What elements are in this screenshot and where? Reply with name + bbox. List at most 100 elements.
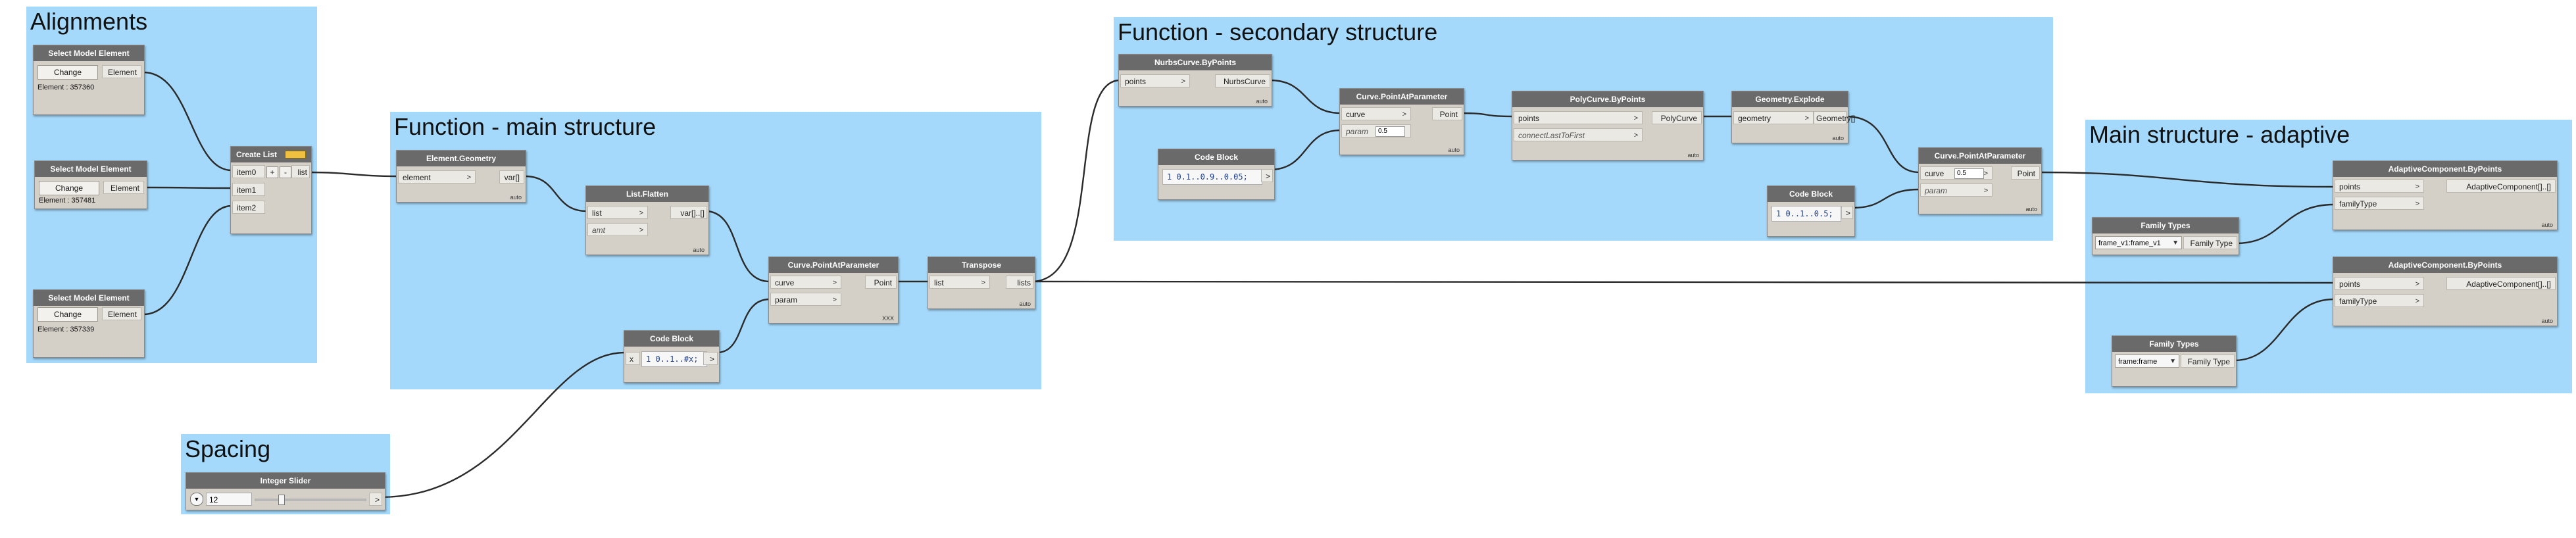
- family-types-node-1[interactable]: Family Types frame_v1:frame_v1▼ Family T…: [2092, 217, 2239, 255]
- family-types-node-2[interactable]: Family Types frame:frame▼ Family Type: [2112, 335, 2237, 387]
- wire-sme2-to-list: [144, 186, 232, 189]
- slider-value[interactable]: 12: [206, 493, 252, 506]
- input-port-param[interactable]: param>: [770, 293, 841, 306]
- remove-input-button[interactable]: -: [280, 166, 291, 178]
- output-port-lists[interactable]: lists: [1006, 276, 1033, 289]
- nurbs-curve-by-points-node[interactable]: NurbsCurve.ByPoints points> NurbsCurve a…: [1118, 54, 1272, 107]
- node-title: Curve.PointAtParameter: [769, 257, 898, 273]
- wire-transpose-to-adaptive2: [1031, 280, 2335, 284]
- curve-point-at-parameter-node-secondary-1[interactable]: Curve.PointAtParameter curve> param 0.5 …: [1339, 88, 1464, 155]
- code-block-node-secondary-1[interactable]: Code Block 1 0.1..0.9..0.05; >: [1158, 149, 1275, 200]
- input-port-curve[interactable]: curve>: [770, 276, 841, 289]
- input-port-param[interactable]: param>: [1920, 183, 1993, 197]
- integer-slider-node[interactable]: Integer Slider ▼ 12 >: [186, 472, 385, 510]
- family-type-dropdown[interactable]: frame_v1:frame_v1▼: [2095, 236, 2182, 249]
- output-port-element[interactable]: Element: [102, 65, 141, 78]
- input-port-list[interactable]: list>: [587, 206, 648, 219]
- input-port-points[interactable]: points>: [1514, 111, 1643, 124]
- wire-code1-to-cpap: [1269, 129, 1341, 171]
- input-port-familytype[interactable]: familyType>: [2335, 294, 2424, 307]
- curve-point-at-parameter-node-main[interactable]: Curve.PointAtParameter curve> param> Poi…: [768, 257, 899, 324]
- select-model-element-node-1[interactable]: Select Model Element Change Element Elem…: [33, 45, 145, 115]
- output-port-adaptivecomponent[interactable]: AdaptiveComponent[]..[]: [2446, 180, 2556, 193]
- output-port-point[interactable]: Point: [2011, 166, 2040, 180]
- input-port-geometry[interactable]: geometry>: [1733, 111, 1814, 124]
- node-title: Code Block: [1158, 149, 1274, 165]
- node-title: Geometry.Explode: [1732, 91, 1848, 107]
- node-preview-icon: [285, 151, 306, 159]
- list-flatten-node[interactable]: List.Flatten list> amt> var[]..[] auto: [585, 185, 709, 255]
- input-port-curve[interactable]: curve>: [1341, 107, 1411, 120]
- input-port-familytype[interactable]: familyType>: [2335, 197, 2424, 210]
- wire-sme1-to-list: [143, 71, 232, 172]
- element-id-text: Element : 357360: [37, 84, 95, 91]
- geometry-explode-node[interactable]: Geometry.Explode geometry> Geometry[] au…: [1731, 91, 1855, 143]
- wire-list-to-geometry: [309, 171, 398, 178]
- group-title: Spacing: [185, 435, 271, 462]
- slider-expand-icon[interactable]: ▼: [190, 493, 203, 506]
- input-port-points[interactable]: points>: [2335, 277, 2424, 290]
- input-port-item2[interactable]: item2: [232, 201, 265, 214]
- slider-thumb[interactable]: [278, 495, 285, 505]
- output-port-element[interactable]: Element: [102, 307, 141, 320]
- change-button[interactable]: Change: [37, 307, 98, 322]
- output-port-list[interactable]: list: [291, 165, 310, 178]
- polycurve-by-points-node[interactable]: PolyCurve.ByPoints points> connectLastTo…: [1512, 91, 1704, 160]
- code-text[interactable]: 1 0..1..0.5;: [1771, 206, 1841, 222]
- input-port-list[interactable]: list>: [929, 276, 990, 289]
- slider-track[interactable]: [255, 499, 366, 501]
- node-title: Family Types: [2112, 336, 2236, 352]
- input-port-amt[interactable]: amt>: [587, 223, 648, 236]
- output-port-var[interactable]: var[]..[]: [670, 206, 707, 219]
- change-button[interactable]: Change: [39, 181, 99, 195]
- output-port-nurbscurve[interactable]: NurbsCurve: [1215, 74, 1270, 87]
- group-title: Function - main structure: [394, 113, 656, 140]
- input-port-x[interactable]: x: [626, 352, 640, 365]
- wire-geometry-to-flatten: [524, 175, 587, 212]
- input-port-item1[interactable]: item1: [232, 183, 265, 196]
- select-model-element-node-2[interactable]: Select Model Element Change Element Elem…: [34, 160, 147, 209]
- wire-flatten-to-cpap: [705, 210, 770, 283]
- input-port-points[interactable]: points>: [1120, 74, 1190, 87]
- input-port-connectlasttofirst[interactable]: connectLastToFirst>: [1514, 128, 1643, 141]
- adaptive-component-by-points-node-1[interactable]: AdaptiveComponent.ByPoints points> famil…: [2333, 160, 2558, 230]
- code-block-node-main[interactable]: Code Block x 1 0..1..#x; >: [624, 330, 720, 383]
- output-port-geometry[interactable]: Geometry[]: [1814, 111, 1855, 124]
- lacing-indicator: auto: [1019, 301, 1031, 307]
- output-port[interactable]: >: [703, 352, 718, 365]
- code-text[interactable]: 1 0..1..#x;: [641, 351, 707, 367]
- output-port-family-type[interactable]: Family Type: [2183, 236, 2237, 249]
- code-text[interactable]: 1 0.1..0.9..0.05;: [1162, 169, 1262, 185]
- element-geometry-node[interactable]: Element.Geometry element> var[] auto: [396, 150, 526, 203]
- output-port-point[interactable]: Point: [865, 276, 897, 289]
- input-port-item0[interactable]: item0: [232, 165, 265, 178]
- output-port-point[interactable]: Point: [1432, 107, 1462, 120]
- output-port[interactable]: >: [1841, 206, 1853, 219]
- output-port-polycurve[interactable]: PolyCurve: [1652, 111, 1702, 124]
- lacing-indicator: auto: [2541, 222, 2553, 228]
- wire-code-to-cpap: [716, 298, 770, 354]
- lacing-indicator: auto: [1256, 98, 1268, 105]
- param-default-value[interactable]: 0.5: [1375, 126, 1405, 137]
- adaptive-component-by-points-node-2[interactable]: AdaptiveComponent.ByPoints points> famil…: [2333, 257, 2558, 326]
- add-input-button[interactable]: +: [266, 166, 278, 178]
- element-id-text: Element : 357339: [37, 326, 95, 333]
- family-type-dropdown[interactable]: frame:frame▼: [2115, 355, 2179, 368]
- output-port-family-type[interactable]: Family Type: [2181, 355, 2235, 368]
- output-port-adaptivecomponent[interactable]: AdaptiveComponent[]..[]: [2446, 277, 2556, 290]
- node-title: Code Block: [624, 331, 719, 347]
- output-port[interactable]: >: [1261, 169, 1273, 182]
- code-block-node-secondary-2[interactable]: Code Block 1 0..1..0.5; >: [1767, 185, 1855, 237]
- create-list-node[interactable]: Create List item0 item1 item2 + - list: [230, 146, 312, 234]
- select-model-element-node-3[interactable]: Select Model Element Change Element Elem…: [33, 289, 145, 358]
- output-port-element[interactable]: Element: [103, 181, 144, 194]
- param-default-value[interactable]: 0.5: [1954, 168, 1984, 179]
- input-port-element[interactable]: element>: [398, 170, 476, 183]
- transpose-node[interactable]: Transpose list> lists auto: [928, 257, 1035, 309]
- output-port[interactable]: >: [369, 493, 382, 506]
- input-port-points[interactable]: points>: [2335, 180, 2424, 193]
- change-button[interactable]: Change: [37, 65, 98, 80]
- output-port-var[interactable]: var[]: [499, 170, 524, 183]
- curve-point-at-parameter-node-secondary-2[interactable]: Curve.PointAtParameter curve> param> 0.5…: [1918, 147, 2042, 214]
